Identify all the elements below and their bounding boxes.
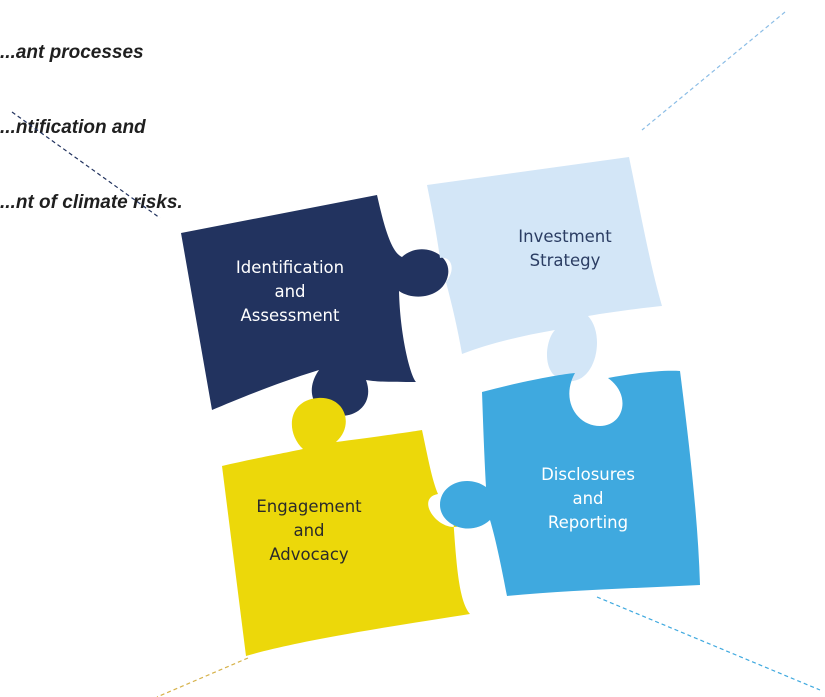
puzzle-piece-engagement-advocacy bbox=[222, 397, 470, 656]
piece-label-line: Investment bbox=[518, 227, 612, 246]
puzzle-piece-investment-strategy bbox=[427, 157, 662, 382]
connector-line-top-right bbox=[641, 11, 786, 131]
piece-label-line: Identification bbox=[236, 258, 344, 277]
piece-label-line: and bbox=[274, 282, 305, 301]
connector-line-top-left bbox=[11, 111, 161, 219]
piece-label-line: and bbox=[572, 489, 603, 508]
connector-line-bottom-left bbox=[156, 657, 249, 697]
piece-label-line: and bbox=[293, 521, 324, 540]
connector-line-bottom-right bbox=[596, 596, 821, 691]
caption-line-1: ...ant processes bbox=[0, 42, 144, 63]
piece-label-line: Engagement bbox=[256, 497, 362, 516]
piece-label-line: Strategy bbox=[530, 251, 601, 270]
piece-label-line: Reporting bbox=[548, 513, 628, 532]
puzzle-piece-identification-assessment bbox=[181, 195, 449, 416]
piece-label-line: Advocacy bbox=[269, 545, 349, 564]
piece-label-line: Assessment bbox=[241, 306, 341, 325]
piece-label-line: Disclosures bbox=[541, 465, 635, 484]
puzzle-piece-disclosures-reporting bbox=[440, 370, 700, 596]
